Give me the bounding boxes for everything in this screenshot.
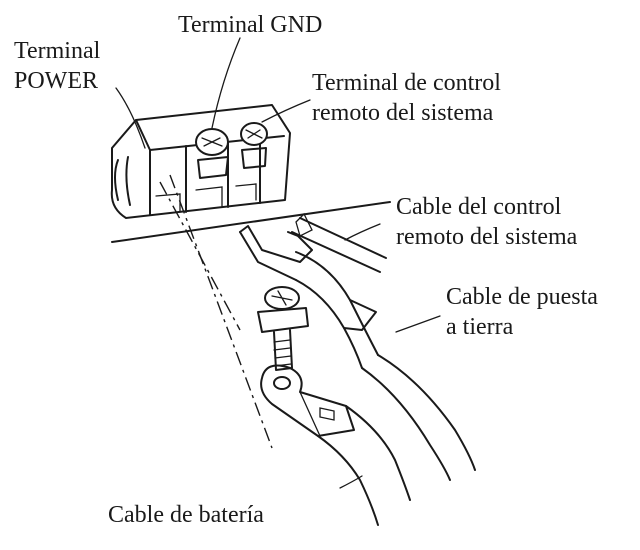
remote-screw <box>240 122 268 169</box>
label-terminal-power-line2: POWER <box>14 68 98 94</box>
remote-control-cable <box>291 212 387 273</box>
label-terminal-gnd: Terminal GND <box>178 12 323 38</box>
alignment-line-gnd <box>159 181 241 331</box>
ground-cable <box>239 225 476 481</box>
label-remote-terminal-line2: remoto del sistema <box>312 100 494 126</box>
alignment-line-power <box>169 174 273 449</box>
battery-cable <box>260 364 411 526</box>
leader-lines <box>115 37 441 489</box>
label-ground-cable-line1: Cable de puesta <box>446 284 598 310</box>
label-terminal-power-line1: Terminal <box>14 38 101 64</box>
label-ground-cable-line2: a tierra <box>446 314 514 340</box>
gnd-screw <box>195 128 229 179</box>
label-remote-cable-line1: Cable del control <box>396 194 562 220</box>
battery-screw <box>257 286 309 371</box>
label-remote-terminal: Terminal de control remoto del sistema <box>312 68 501 128</box>
label-remote-cable-line2: remoto del sistema <box>396 224 578 250</box>
label-ground-cable: Cable de puesta a tierra <box>446 282 598 342</box>
mounting-line <box>111 201 391 243</box>
label-battery-cable: Cable de batería <box>108 502 264 528</box>
label-terminal-power: Terminal POWER <box>14 36 100 96</box>
label-remote-cable: Cable del control remoto del sistema <box>396 192 577 252</box>
label-remote-terminal-line1: Terminal de control <box>312 70 501 96</box>
